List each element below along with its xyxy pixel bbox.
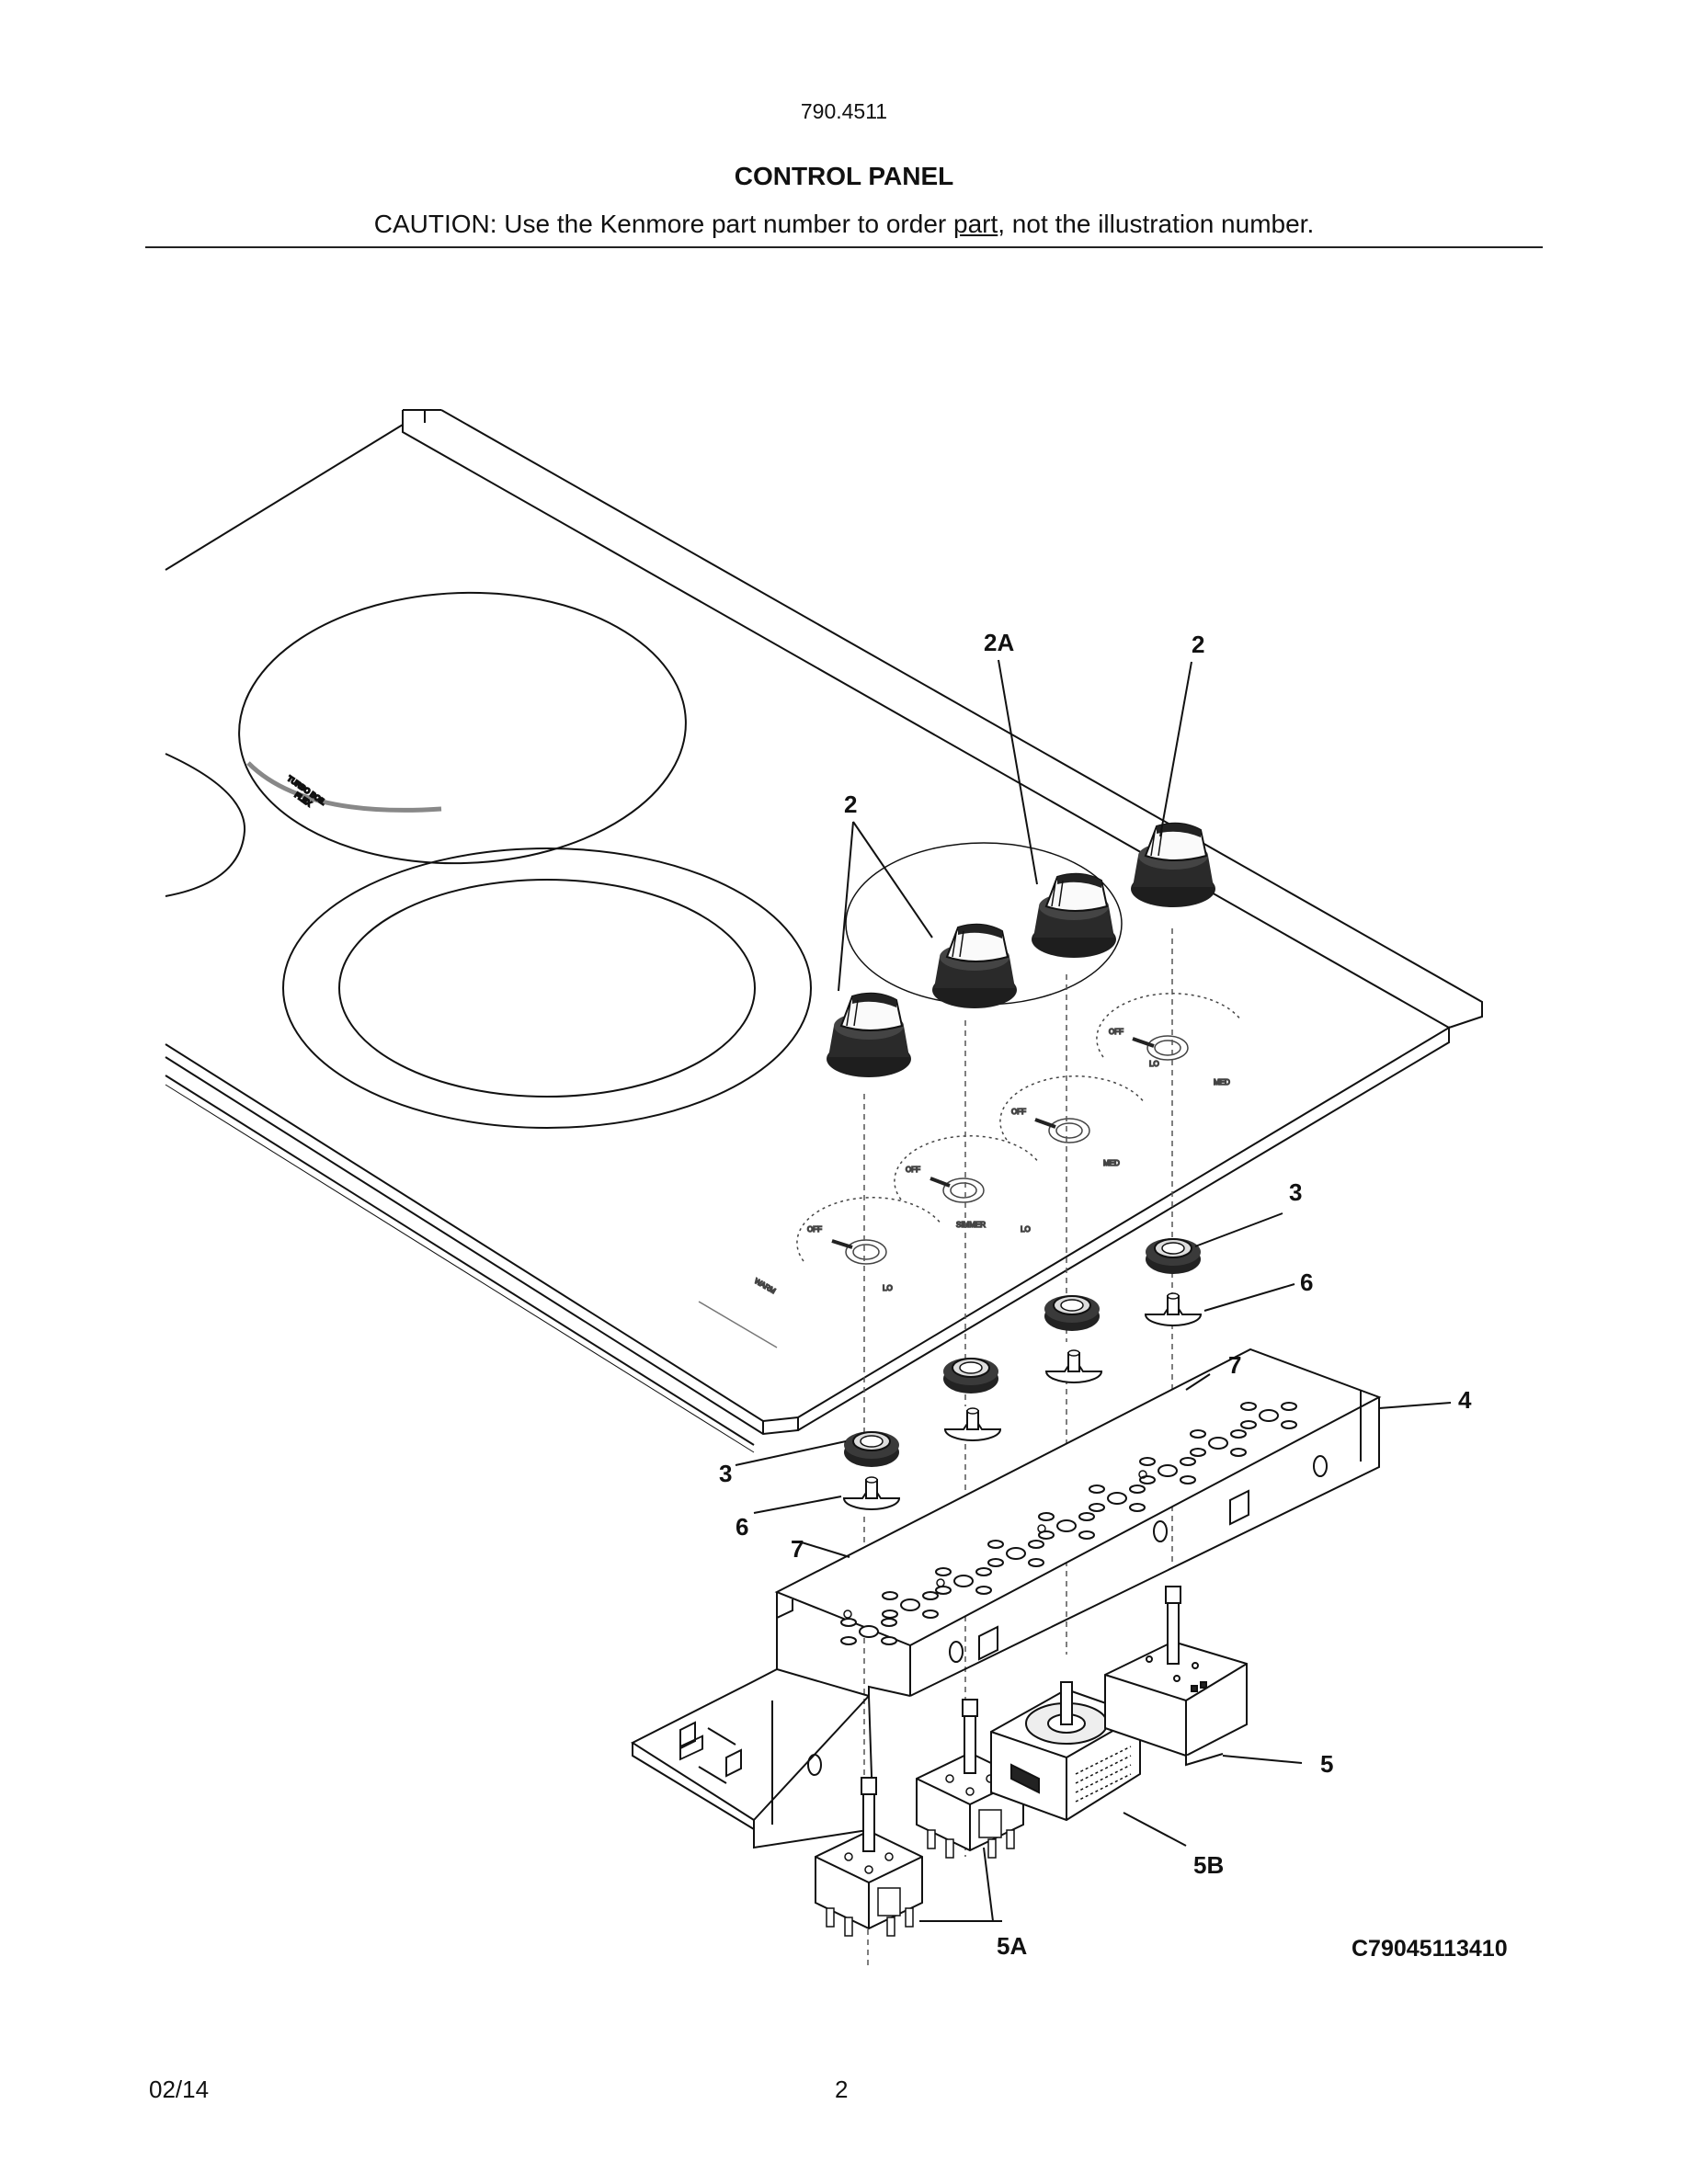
knob-2a	[1031, 872, 1117, 959]
dial-lo-label-4: LO	[883, 1284, 893, 1292]
knob-2	[931, 923, 1018, 1009]
callout-3-left: 3	[719, 1460, 732, 1487]
infinite-switch-5	[1104, 1586, 1248, 1767]
clip-1	[843, 1476, 900, 1510]
mounting-bracket	[630, 1348, 1382, 1849]
callout-6-right: 6	[1300, 1268, 1313, 1296]
page-title: CONTROL PANEL	[734, 162, 954, 190]
knob-1	[826, 992, 912, 1078]
callout-2-left: 2	[844, 791, 857, 818]
infinite-switch-5b	[990, 1681, 1141, 1822]
grommet-2	[942, 1357, 999, 1394]
callout-5b: 5B	[1193, 1851, 1224, 1879]
burner-elements: TURBO BOIL FLEX	[165, 591, 1123, 1129]
knob-3	[1130, 822, 1216, 908]
callout-7-left: 7	[791, 1535, 804, 1563]
header-divider	[145, 246, 1543, 248]
clip-2	[944, 1407, 1001, 1441]
dial-off-label: OFF	[1109, 1028, 1123, 1036]
grommet-4	[1145, 1237, 1202, 1275]
dial-lo-label-3: LO	[1021, 1225, 1031, 1234]
dial-lo-label: LO	[1149, 1060, 1159, 1068]
callout-2-top: 2	[1192, 631, 1204, 658]
callout-7-right: 7	[1228, 1351, 1241, 1379]
model-number: 790.4511	[800, 99, 888, 123]
infinite-switch-5a-left	[815, 1777, 923, 1937]
callout-3-right: 3	[1289, 1178, 1302, 1206]
callout-5a: 5A	[997, 1932, 1027, 1960]
dial-med-label-2: MED	[1103, 1159, 1120, 1167]
diagram-code: C79045113410	[1352, 1936, 1508, 1962]
grommet-1	[843, 1430, 900, 1468]
dial-off-label-2: OFF	[1011, 1108, 1026, 1116]
callout-4: 4	[1458, 1386, 1472, 1414]
dial-graphics: OFF LO MED OFF MED OFF SIMMER LO OFF LO …	[698, 993, 1242, 1348]
dial-simmer-label: SIMMER	[956, 1221, 986, 1229]
callout-5: 5	[1320, 1750, 1333, 1778]
leader-lines	[735, 659, 1452, 1922]
caution-note: CAUTION: Use the Kenmore part number to …	[373, 210, 1315, 238]
cooktop-glass	[165, 409, 1483, 1453]
callout-2a: 2A	[984, 629, 1014, 656]
dial-warm-label: WARM	[753, 1277, 777, 1295]
page-number: 2	[835, 2076, 849, 2103]
dial-off-label-3: OFF	[906, 1166, 920, 1174]
callout-6-left: 6	[736, 1513, 748, 1541]
grommet-3	[1044, 1294, 1101, 1332]
clip-4	[1145, 1292, 1202, 1326]
dial-med-label: MED	[1214, 1078, 1230, 1086]
footer-date: 02/14	[149, 2076, 210, 2103]
dial-off-label-4: OFF	[807, 1225, 822, 1234]
clip-3	[1045, 1349, 1102, 1383]
bracket-hole-pattern	[840, 1402, 1297, 1645]
